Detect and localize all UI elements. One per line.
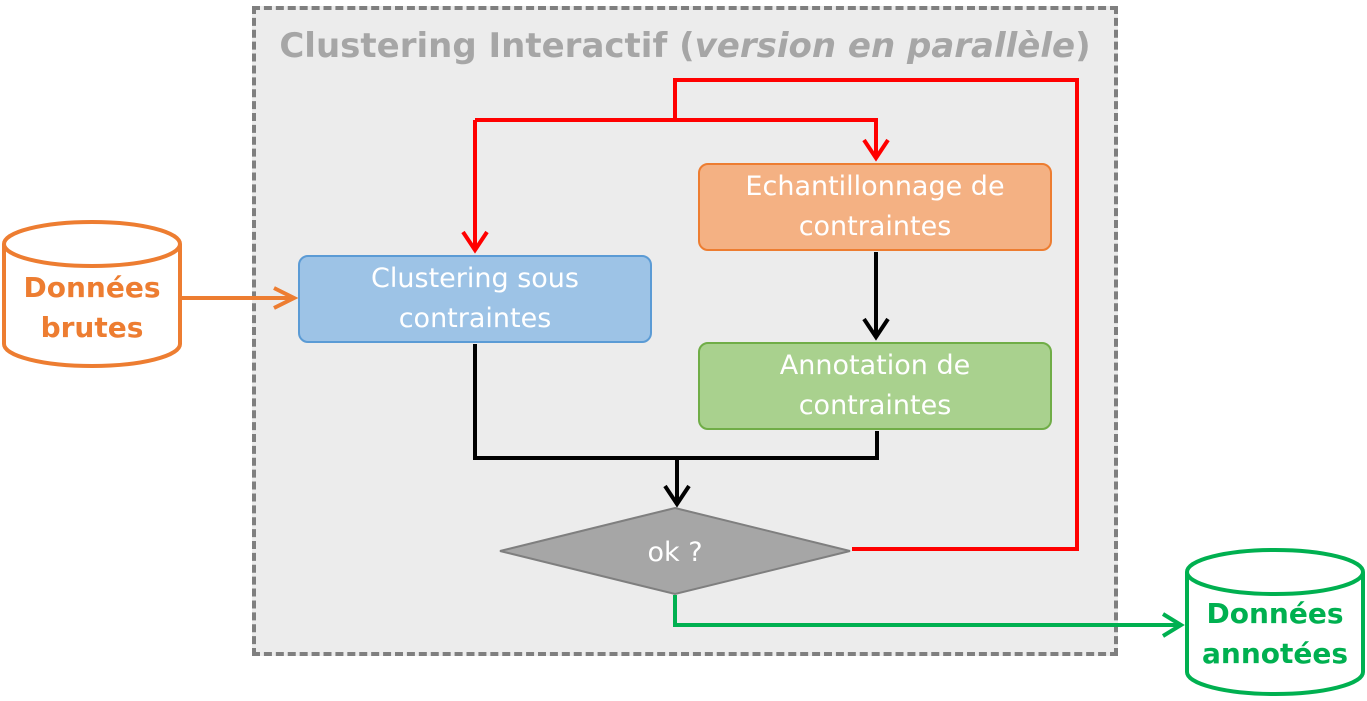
annotated-data-label: Données annotées: [1201, 597, 1349, 670]
decision-diamond: [499, 506, 851, 596]
annotation-node: Annotation de contraintes: [698, 342, 1052, 430]
title-italic: version en parallèle: [694, 26, 1076, 66]
annotated-data-cylinder: [1185, 548, 1365, 696]
output-arrow: [673, 595, 1185, 638]
loop-arrows: [461, 78, 1079, 551]
clustering-node: Clustering sous contraintes: [298, 255, 652, 343]
raw-data-label: Données brutes: [23, 271, 161, 344]
flow-arrows: [473, 252, 890, 508]
title-main: Clustering Interactif (: [279, 26, 695, 66]
input-arrow: [182, 286, 299, 310]
raw-data-cylinder: [2, 220, 182, 368]
sampling-node: Echantillonnage de contraintes: [698, 163, 1052, 251]
diagram-title: Clustering Interactif (version en parall…: [256, 26, 1114, 66]
title-end: ): [1075, 26, 1091, 66]
decision-label: ok ?: [647, 536, 703, 568]
